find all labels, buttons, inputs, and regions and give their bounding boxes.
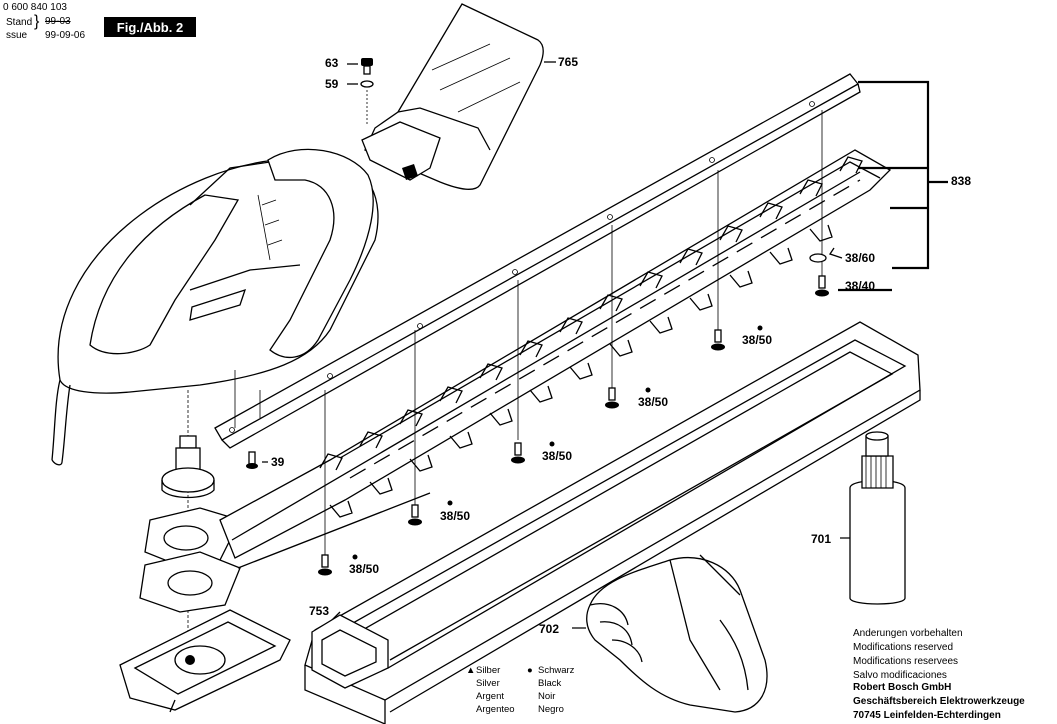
gloves-drawing [586, 554, 768, 713]
screws-drawing [246, 253, 829, 576]
company-address: 70745 Leinfelden-Echterdingen [853, 710, 1001, 721]
legend-silver-1: Silver [476, 678, 500, 689]
gear-parts-drawing [161, 390, 215, 640]
issue-label: ssue [6, 30, 28, 41]
legend-black-3: Negro [538, 704, 564, 715]
note-line-3: Salvo modificaciones [853, 670, 947, 681]
cutter-blades-drawing [219, 149, 892, 559]
date-new: 99-09-06 [45, 30, 86, 41]
part-label-38-50-e: 38/50 [349, 562, 380, 576]
gear-housing-drawing [119, 609, 291, 713]
part-label-701: 701 [811, 532, 832, 546]
part-label-38-50-b: 38/50 [638, 395, 669, 409]
part-label-59: 59 [325, 77, 339, 91]
legend-silver-3: Argenteo [476, 704, 515, 715]
note-line-1: Modifications reserved [853, 642, 954, 653]
part-label-38-60: 38/60 [845, 251, 876, 265]
scabbard-drawing [304, 321, 921, 724]
legend-silver-0: Silber [476, 665, 501, 676]
note-line-2: Modifications reservees [853, 656, 959, 667]
part-label-838: 838 [951, 174, 972, 188]
part-label-38-50-c: 38/50 [542, 449, 573, 463]
date-old: 99-03 [45, 16, 71, 27]
oil-bottle-drawing [849, 431, 906, 605]
motor-housing-drawing [51, 148, 379, 466]
part-label-38-40: 38/40 [845, 279, 876, 293]
doc-number: 0 600 840 103 [3, 2, 67, 13]
company-division: Geschäftsbereich Elektrowerkzeuge [853, 696, 1025, 707]
stand-label: Stand [6, 17, 33, 28]
bracket-glyph: } [34, 13, 40, 30]
legend-black-1: Black [538, 678, 562, 689]
company-name: Robert Bosch GmbH [853, 682, 952, 693]
note-line-0: Anderungen vorbehalten [853, 628, 963, 639]
figure-label: Fig./Abb. 2 [104, 17, 196, 37]
legend-black-2: Noir [538, 691, 556, 702]
part-label-38-50-d: 38/50 [440, 509, 471, 523]
blade-guard-drawing [361, 3, 544, 190]
legend-black-marker: ● [527, 665, 533, 676]
legend-silver-marker: ▲ [466, 665, 476, 676]
part-label-702: 702 [539, 622, 560, 636]
legend-black-0: Schwarz [538, 665, 575, 676]
part-label-765: 765 [558, 55, 579, 69]
upper-blade-bar-drawing [214, 73, 861, 449]
part-label-63: 63 [325, 56, 339, 70]
part-label-39: 39 [271, 455, 285, 469]
legend-silver-2: Argent [476, 691, 504, 702]
part-label-753: 753 [309, 604, 330, 618]
screw-washer-drawing [347, 58, 374, 125]
part-label-38-50-a: 38/50 [742, 333, 773, 347]
